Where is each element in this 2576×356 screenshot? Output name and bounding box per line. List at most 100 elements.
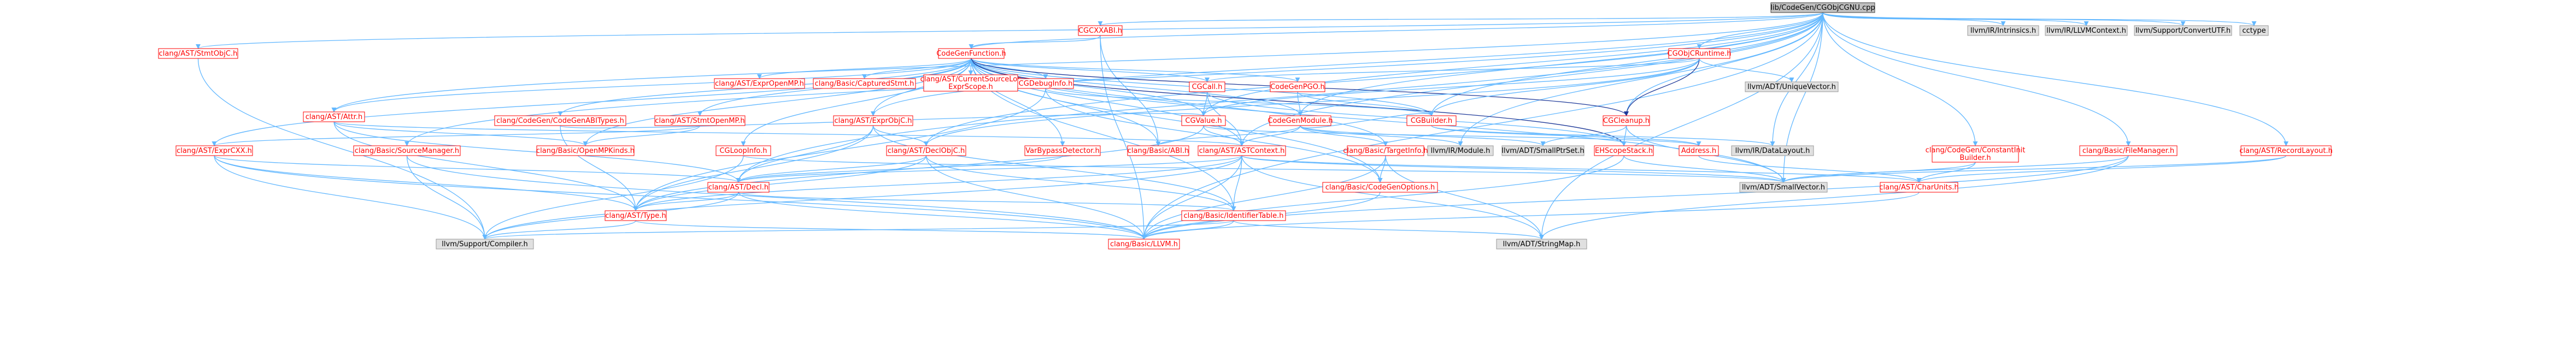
node-Address[interactable]: Address.h <box>1679 145 1719 156</box>
node-SmallVector[interactable]: llvm/ADT/SmallVector.h <box>1739 182 1828 193</box>
node-box-CGBuilder <box>1406 115 1457 126</box>
edge-ExprObjC-to-Type <box>633 125 874 211</box>
node-FileManager[interactable]: clang/Basic/FileManager.h <box>2079 145 2178 156</box>
node-label-CGCXXABI: CGCXXABI.h <box>1078 27 1122 35</box>
node-box-Type <box>605 210 667 221</box>
node-box-ExprObjC <box>833 115 913 126</box>
node-label-CGDebugInfo: CGDebugInfo.h <box>1019 80 1073 88</box>
node-label-CodeGenModule: CodeGenModule.h <box>1268 117 1333 125</box>
dependency-nodes: lib/CodeGen/CGObjCGNU.cppCGCXXABI.hCodeG… <box>158 2 2333 250</box>
edge-Attr-to-OpenMPKinds <box>333 121 588 146</box>
node-DataLayout[interactable]: llvm/IR/DataLayout.h <box>1731 145 1814 156</box>
node-Decl[interactable]: clang/AST/Decl.h <box>707 182 770 193</box>
node-StmtOpenMP[interactable]: clang/AST/StmtOpenMP.h <box>654 115 746 126</box>
node-label-cctype: cctype <box>2242 27 2266 35</box>
node-box-CGCall <box>1189 81 1225 92</box>
edge-StmtOpenMP-to-OpenMPKinds <box>583 125 701 146</box>
edge-TargetInfo-to-StringMap <box>1385 155 1545 240</box>
node-EHScopeStack[interactable]: EHScopeStack.h <box>1594 145 1654 156</box>
node-DeclObjC[interactable]: clang/AST/DeclObjC.h <box>886 145 966 156</box>
node-RecordLayout[interactable]: clang/AST/RecordLayout.h <box>2239 145 2333 156</box>
edge-root-to-StringMap <box>1539 12 1823 240</box>
node-StmtObjC[interactable]: clang/AST/StmtObjC.h <box>158 48 238 59</box>
node-CGCXXABI[interactable]: CGCXXABI.h <box>1078 25 1123 36</box>
node-CodeGenABITypes[interactable]: clang/CodeGen/CodeGenABITypes.h <box>494 115 626 126</box>
edge-CodeGenModule-to-ASTContext <box>1239 125 1301 146</box>
node-label-ASTContext: clang/AST/ASTContext.h <box>1199 147 1285 155</box>
node-label-TargetInfo: clang/Basic/TargetInfo.h <box>1343 147 1428 155</box>
node-TargetInfo[interactable]: clang/Basic/TargetInfo.h <box>1343 145 1428 156</box>
node-label-Type: clang/AST/Type.h <box>605 212 666 220</box>
node-ExprCXX[interactable]: clang/AST/ExprCXX.h <box>175 145 253 156</box>
node-CodeGenPGO[interactable]: CodeGenPGO.h <box>1270 81 1325 92</box>
edge-EHScopeStack-to-SmallVector <box>1623 155 1786 183</box>
node-CharUnits[interactable]: clang/AST/CharUnits.h <box>1879 182 1959 193</box>
node-label-IRModule: llvm/IR/Module.h <box>1431 147 1491 155</box>
edge-ASTContext-to-Decl <box>736 155 1242 183</box>
node-CGValue[interactable]: CGValue.h <box>1181 115 1226 126</box>
edge-StmtOpenMP-to-ExprCXX <box>212 125 701 146</box>
node-CodeGenOptions[interactable]: clang/Basic/CodeGenOptions.h <box>1322 182 1438 193</box>
node-label-ExprObjC: clang/AST/ExprObjC.h <box>834 117 912 125</box>
node-box-FileManager <box>2079 145 2178 156</box>
node-label-StmtOpenMP: clang/AST/StmtOpenMP.h <box>655 117 744 125</box>
node-ASTContext[interactable]: clang/AST/ASTContext.h <box>1198 145 1286 156</box>
edge-IdentifierTable-to-BasicLLVM <box>1141 220 1234 240</box>
node-Compiler[interactable]: llvm/Support/Compiler.h <box>436 239 534 250</box>
edge-ASTContext-to-SmallVector <box>1241 155 1786 183</box>
node-VarBypassDetector[interactable]: VarBypassDetector.h <box>1024 145 1101 156</box>
node-CGBuilder[interactable]: CGBuilder.h <box>1406 115 1457 126</box>
node-IRModule[interactable]: llvm/IR/Module.h <box>1427 145 1494 156</box>
edge-root-to-DataLayout <box>1770 12 1823 146</box>
node-CGLoopInfo[interactable]: CGLoopInfo.h <box>715 145 771 156</box>
node-ExprOpenMP[interactable]: clang/AST/ExprOpenMP.h <box>714 78 805 89</box>
edge-CGObjCRuntime-to-UniqueVector <box>1699 58 1794 82</box>
edge-CGDebugInfo-to-CGBuilder <box>1045 88 1434 116</box>
node-Attr[interactable]: clang/AST/Attr.h <box>303 111 365 122</box>
edge-ExprObjC-to-IdentifierTable <box>872 125 1236 211</box>
node-box-CGValue <box>1181 115 1226 126</box>
node-StringMap[interactable]: llvm/ADT/StringMap.h <box>1496 239 1587 250</box>
node-CapturedStmt[interactable]: clang/Basic/CapturedStmt.h <box>813 78 916 89</box>
node-label-CGLoopInfo: CGLoopInfo.h <box>719 147 767 155</box>
node-label-Address: Address.h <box>1681 147 1716 155</box>
node-box-IRModule <box>1427 145 1494 156</box>
edge-CGBuilder-to-Address <box>1431 125 1701 146</box>
node-label-DeclObjC: clang/AST/DeclObjC.h <box>888 147 965 155</box>
node-Type[interactable]: clang/AST/Type.h <box>605 210 667 221</box>
node-LLVMIntrinsics[interactable]: llvm/IR/Intrinsics.h <box>1967 25 2039 36</box>
node-ExprObjC[interactable]: clang/AST/ExprObjC.h <box>833 115 913 126</box>
node-OpenMPKinds[interactable]: clang/Basic/OpenMPKinds.h <box>536 145 635 156</box>
node-CodeGenFunction[interactable]: CodeGenFunction.h <box>936 48 1006 59</box>
node-cctype[interactable]: cctype <box>2239 25 2269 36</box>
node-CGDebugInfo[interactable]: CGDebugInfo.h <box>1017 78 1074 89</box>
node-label-CGValue: CGValue.h <box>1185 117 1222 125</box>
edge-CodeGenFunction-to-VarBypassDetector <box>971 58 1065 146</box>
node-UniqueVector[interactable]: llvm/ADT/UniqueVector.h <box>1745 81 1839 92</box>
edge-DeclObjC-to-IdentifierTable <box>925 155 1236 211</box>
node-box-CodeGenFunction <box>938 48 1005 59</box>
edge-root-to-cctype <box>1822 12 2257 26</box>
node-CGObjCRuntime[interactable]: CGObjCRuntime.h <box>1668 48 1732 59</box>
edge-EHScopeStack-to-BasicLLVM <box>1141 155 1624 240</box>
node-CGCleanup[interactable]: CGCleanup.h <box>1603 115 1650 126</box>
node-CGCall[interactable]: CGCall.h <box>1189 81 1225 92</box>
node-SourceManager[interactable]: clang/Basic/SourceManager.h <box>353 145 461 156</box>
node-CodeGenModule[interactable]: CodeGenModule.h <box>1268 115 1333 126</box>
node-box-ConvertUTF <box>2134 25 2232 36</box>
edge-ASTContext-to-BasicLLVM <box>1141 155 1242 240</box>
node-IdentifierTable[interactable]: clang/Basic/IdentifierTable.h <box>1181 210 1286 221</box>
node-ABI[interactable]: clang/Basic/ABI.h <box>1127 145 1189 156</box>
node-BasicLLVM[interactable]: clang/Basic/LLVM.h <box>1108 239 1180 250</box>
edge-CodeGenFunction-to-CodeGenModule <box>971 58 1303 116</box>
node-label-IdentifierTable: clang/Basic/IdentifierTable.h <box>1184 212 1284 220</box>
node-label-SmallVector: llvm/ADT/SmallVector.h <box>1742 183 1825 192</box>
node-SmallPtrSet[interactable]: llvm/ADT/SmallPtrSet.h <box>1501 145 1585 156</box>
edge-RecordLayout-to-CharUnits <box>1916 155 2287 183</box>
node-ConvertUTF[interactable]: llvm/Support/ConvertUTF.h <box>2134 25 2232 36</box>
node-label-UniqueVector: llvm/ADT/UniqueVector.h <box>1747 83 1836 91</box>
node-LLVMContext[interactable]: llvm/IR/LLVMContext.h <box>2045 25 2128 36</box>
node-box-StmtOpenMP <box>654 115 746 126</box>
